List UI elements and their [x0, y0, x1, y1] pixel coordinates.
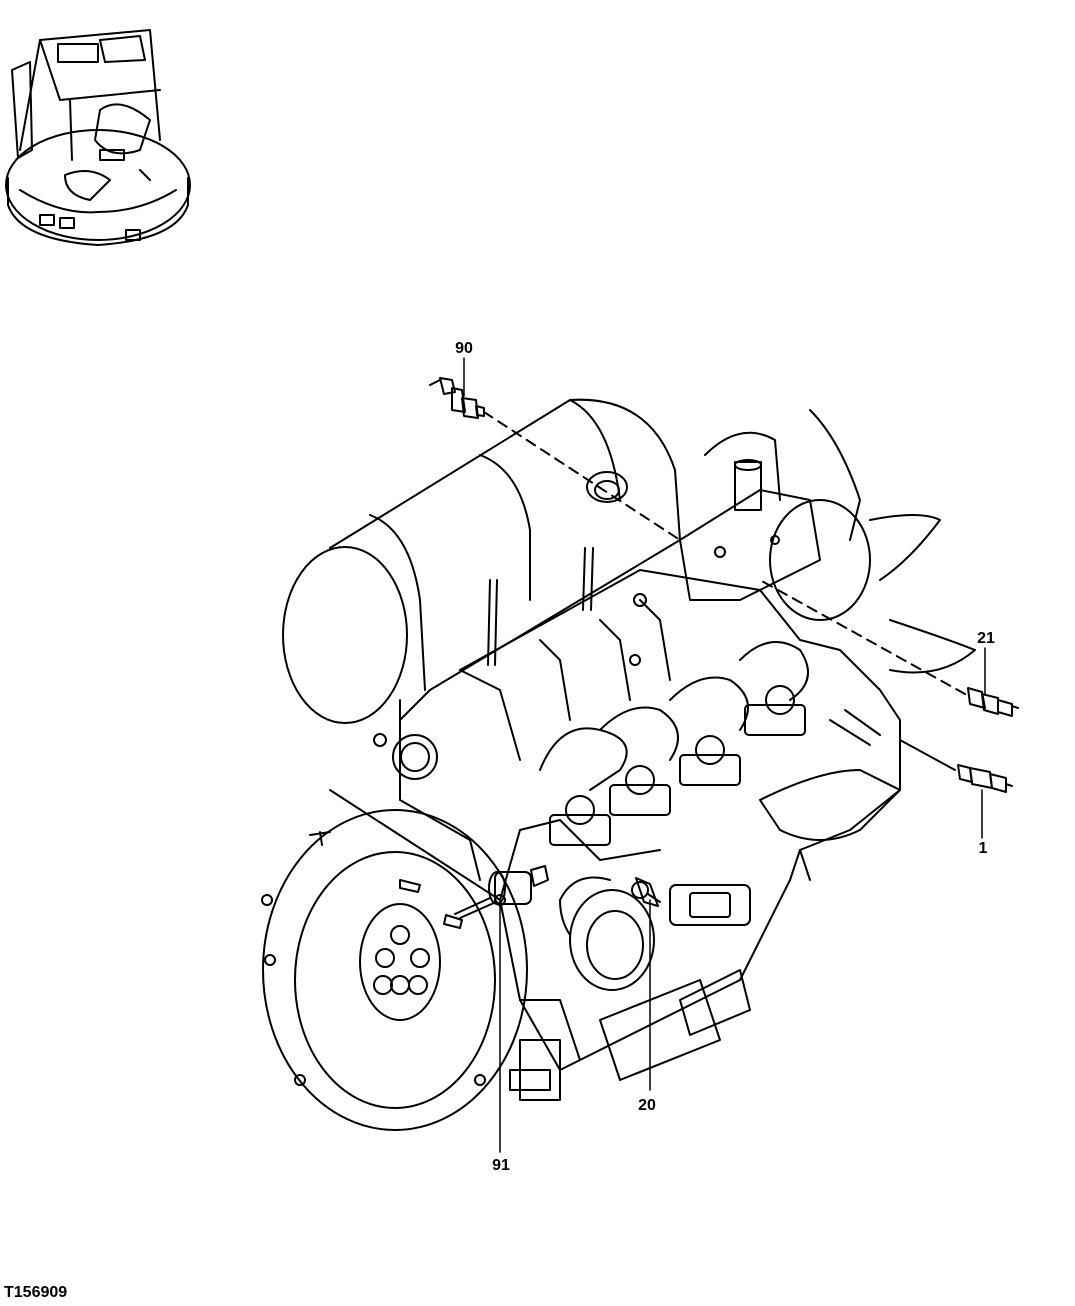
oil-filter [559, 876, 655, 991]
part-21-sender [759, 579, 1019, 717]
callout-91: 91 [492, 1157, 510, 1174]
part-90-sender [429, 377, 681, 541]
figure-id: T156909 [4, 1284, 67, 1301]
machine-locator-thumbnail [5, 29, 191, 246]
cooling-fan [704, 409, 976, 674]
callout-1: 1 [979, 840, 988, 857]
engine-illustration [261, 398, 976, 1131]
callout-20: 20 [638, 1097, 656, 1114]
flywheel-housing [261, 809, 528, 1131]
part-1-sender [899, 739, 1013, 793]
callout-21: 21 [977, 630, 995, 647]
callout-leaders [463, 357, 986, 1153]
sensor-20 [631, 877, 661, 907]
muffler [282, 398, 681, 724]
sensor-91 [443, 865, 549, 929]
callout-90: 90 [455, 340, 473, 357]
